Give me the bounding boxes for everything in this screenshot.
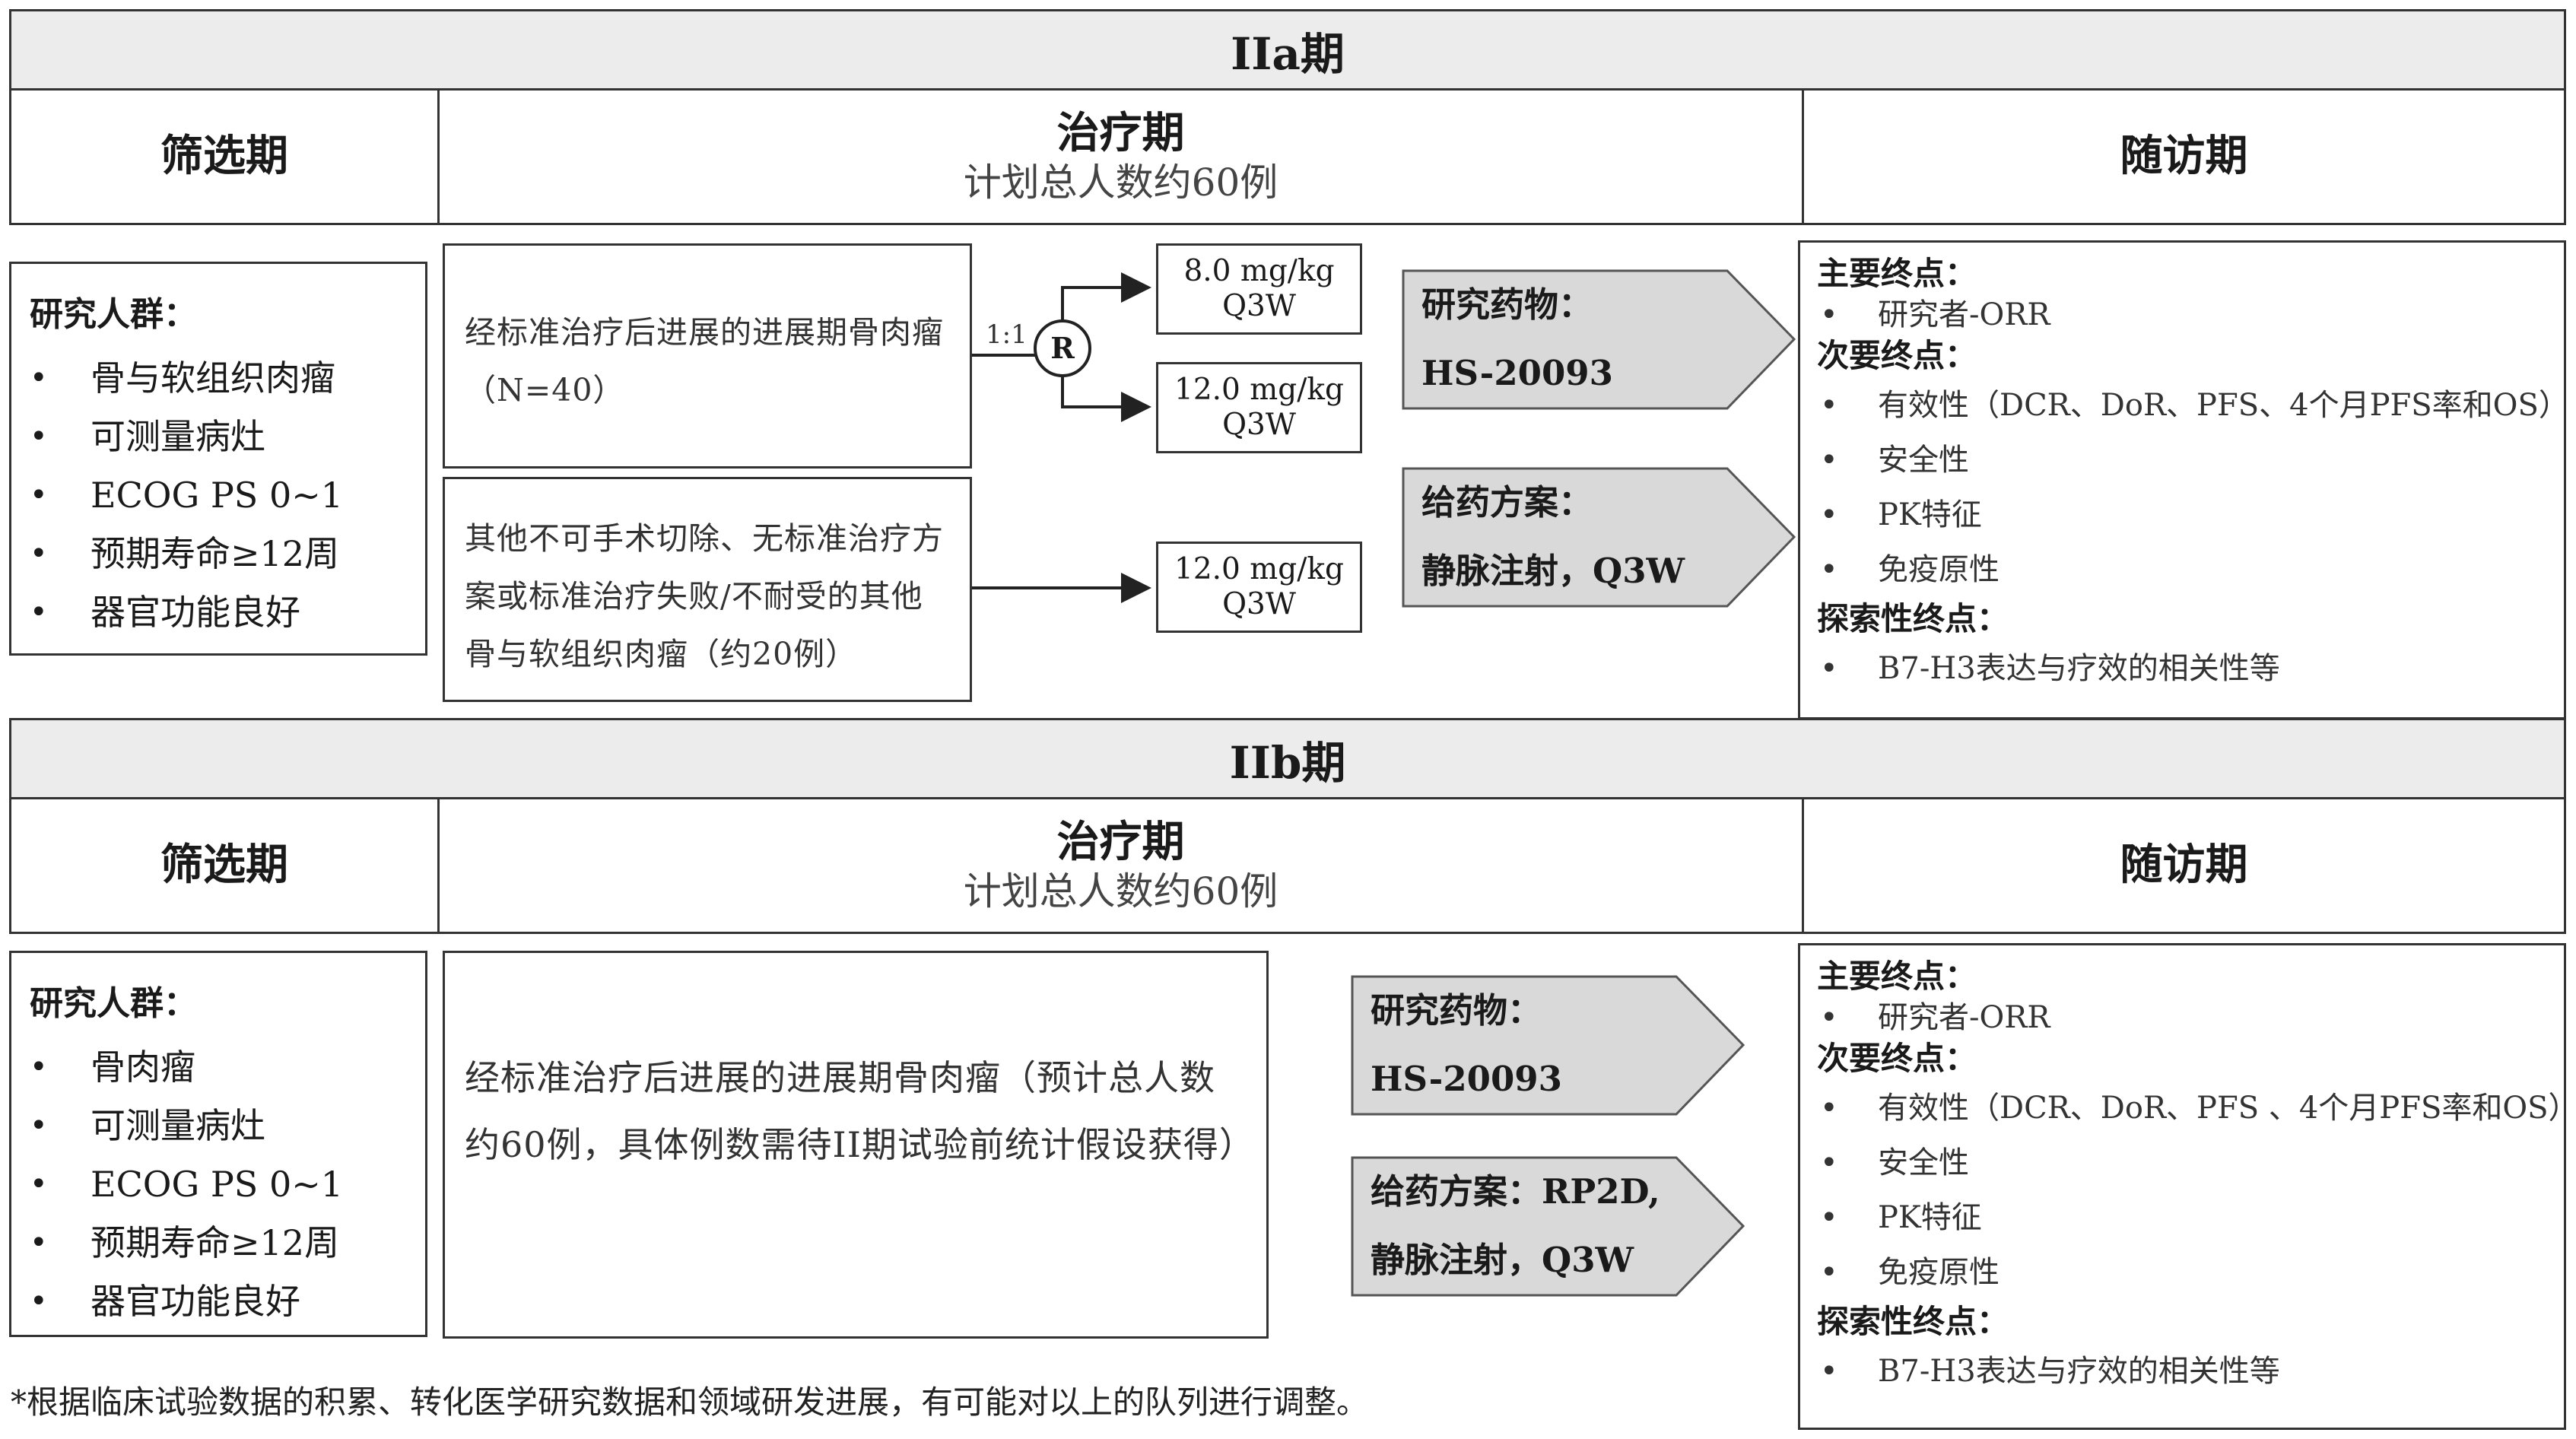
followup-label: 随访期: [2120, 840, 2248, 891]
list-item: B7-H3表达与疗效的相关性等: [1817, 641, 2564, 696]
drug-value: HS-20093: [1421, 353, 1613, 393]
list-item: 研究者-ORR: [1817, 999, 2564, 1037]
regimen-line2: 静脉注射，Q3W: [1371, 1240, 1634, 1280]
drug-label: 研究药物：: [1421, 284, 1593, 325]
dose-schedule: Q3W: [1222, 587, 1296, 621]
list-item: 骨肉瘤: [11, 1038, 425, 1097]
list-item: 免疫原性: [1817, 1245, 2564, 1300]
phase-a-population-box: 研究人群： 骨与软组织肉瘤 可测量病灶 ECOG PS 0~1 预期寿命≥12周…: [9, 262, 427, 656]
population-title: 研究人群：: [30, 984, 197, 1023]
dose-box: 8.0 mg/kg Q3W: [1156, 243, 1362, 335]
regimen-line1: 给药方案：RP2D,: [1371, 1171, 1660, 1212]
phase-a-regimen-arrow: 给药方案： 静脉注射，Q3W: [1402, 467, 1797, 608]
secondary-title: 次要终点：: [1817, 337, 1977, 374]
population-list: 骨与软组织肉瘤 可测量病灶 ECOG PS 0~1 预期寿命≥12周 器官功能良…: [11, 349, 425, 642]
dose-box: 12.0 mg/kg Q3W: [1156, 362, 1362, 453]
phase-a-cohort2-box: 其他不可手术切除、无标准治疗方案或标准治疗失败/不耐受的其他骨与软组织肉瘤（约2…: [443, 477, 972, 702]
drug-label: 研究药物：: [1371, 990, 1542, 1031]
phase-a-screening-header: 筛选期: [9, 88, 440, 225]
dose-box: 12.0 mg/kg Q3W: [1156, 542, 1362, 633]
pentagon-shape: [1402, 467, 1796, 608]
phase-a-title-bar: IIa期: [9, 9, 2566, 91]
phase-b-drug-arrow: 研究药物： HS-20093: [1351, 975, 1746, 1116]
phase-a-drug-arrow: 研究药物： HS-20093: [1402, 269, 1797, 410]
phase-a-endpoints-box: 主要终点： 研究者-ORR 次要终点： 有效性（DCR、DoR、PFS、4个月P…: [1798, 240, 2569, 720]
regimen-line2: 静脉注射，Q3W: [1421, 551, 1685, 591]
footnote: *根据临床试验数据的积累、转化医学研究数据和领域研发进展，有可能对以上的队列进行…: [11, 1383, 1369, 1421]
dose-value: 8.0 mg/kg: [1183, 254, 1335, 288]
phase-b-cohort-box: 经标准治疗后进展的进展期骨肉瘤（预计总人数约60例，具体例数需待II期试验前统计…: [443, 951, 1269, 1339]
phase-b-title: IIb期: [1229, 736, 1346, 789]
cohort2-text: 其他不可手术切除、无标准治疗方案或标准治疗失败/不耐受的其他骨与软组织肉瘤（约2…: [465, 520, 944, 672]
phase-a-cohort1-box: 经标准治疗后进展的进展期骨肉瘤（N=40）: [443, 243, 972, 469]
list-item: ECOG PS 0~1: [11, 1155, 425, 1214]
list-item: 可测量病灶: [11, 1097, 425, 1155]
list-item: 器官功能良好: [11, 583, 425, 642]
phase-b-treatment-header: 治疗期 计划总人数约60例: [437, 797, 1804, 934]
population-list: 骨肉瘤 可测量病灶 ECOG PS 0~1 预期寿命≥12周 器官功能良好: [11, 1038, 425, 1331]
list-item: 研究者-ORR: [1817, 296, 2564, 334]
cohort-text: 经标准治疗后进展的进展期骨肉瘤（预计总人数约60例，具体例数需待II期试验前统计…: [465, 1057, 1255, 1165]
phase-b-regimen-arrow: 给药方案：RP2D, 静脉注射，Q3W: [1351, 1156, 1746, 1297]
cohort1-text: 经标准治疗后进展的进展期骨肉瘤（N=40）: [465, 314, 944, 408]
list-item: ECOG PS 0~1: [11, 466, 425, 525]
screening-label: 筛选期: [160, 131, 288, 182]
phase-b-title-bar: IIb期: [9, 718, 2566, 799]
list-item: 器官功能良好: [11, 1272, 425, 1331]
regimen-line1: 给药方案：: [1421, 482, 1593, 523]
pentagon-shape: [1351, 1156, 1745, 1297]
dose-schedule: Q3W: [1222, 289, 1296, 323]
dose-value: 12.0 mg/kg: [1174, 552, 1344, 586]
ratio-label: 1:1: [986, 319, 1028, 350]
pentagon-shape: [1351, 975, 1745, 1116]
list-item: 安全性: [1817, 1136, 2564, 1190]
list-item: 有效性（DCR、DoR、PFS 、4个月PFS率和OS）: [1817, 1081, 2576, 1136]
drug-value: HS-20093: [1371, 1059, 1562, 1099]
list-item: 免疫原性: [1817, 542, 2564, 597]
phase-b-endpoints-box: 主要终点： 研究者-ORR 次要终点： 有效性（DCR、DoR、PFS 、4个月…: [1798, 943, 2576, 1430]
primary-title: 主要终点：: [1817, 958, 1977, 995]
phase-a-connectors: [972, 272, 1151, 603]
phase-a-treatment-header: 治疗期 计划总人数约60例: [437, 88, 1804, 225]
secondary-title: 次要终点：: [1817, 1040, 1977, 1077]
list-item: 有效性（DCR、DoR、PFS、4个月PFS率和OS）: [1817, 378, 2569, 433]
dose-value: 12.0 mg/kg: [1174, 373, 1344, 407]
list-item: PK特征: [1817, 1190, 2564, 1245]
dose-schedule: Q3W: [1222, 408, 1296, 442]
exploratory-title: 探索性终点：: [1817, 1303, 2009, 1340]
phase-b-population-box: 研究人群： 骨肉瘤 可测量病灶 ECOG PS 0~1 预期寿命≥12周 器官功…: [9, 951, 427, 1337]
list-item: B7-H3表达与疗效的相关性等: [1817, 1344, 2564, 1399]
list-item: 安全性: [1817, 433, 2564, 488]
treatment-sublabel: 计划总人数约60例: [963, 869, 1278, 913]
list-item: 预期寿命≥12周: [11, 525, 425, 583]
phase-b-screening-header: 筛选期: [9, 797, 440, 934]
phase-b-followup-header: 随访期: [1802, 797, 2566, 934]
treatment-label: 治疗期: [1056, 108, 1185, 159]
phase-a-title: IIa期: [1231, 27, 1345, 80]
exploratory-title: 探索性终点：: [1817, 600, 2009, 637]
list-item: 可测量病灶: [11, 408, 425, 466]
primary-title: 主要终点：: [1817, 255, 1977, 292]
population-title: 研究人群：: [30, 295, 197, 334]
treatment-label: 治疗期: [1056, 817, 1185, 868]
connector-line: [1061, 272, 1151, 321]
randomize-label: R: [1050, 331, 1075, 365]
followup-label: 随访期: [2120, 131, 2248, 182]
list-item: 预期寿命≥12周: [11, 1214, 425, 1272]
connector-line: [1061, 376, 1151, 422]
list-item: 骨与软组织肉瘤: [11, 349, 425, 408]
treatment-sublabel: 计划总人数约60例: [963, 160, 1278, 205]
screening-label: 筛选期: [160, 840, 288, 891]
phase-a-followup-header: 随访期: [1802, 88, 2566, 225]
pentagon-shape: [1402, 269, 1796, 410]
list-item: PK特征: [1817, 488, 2564, 542]
